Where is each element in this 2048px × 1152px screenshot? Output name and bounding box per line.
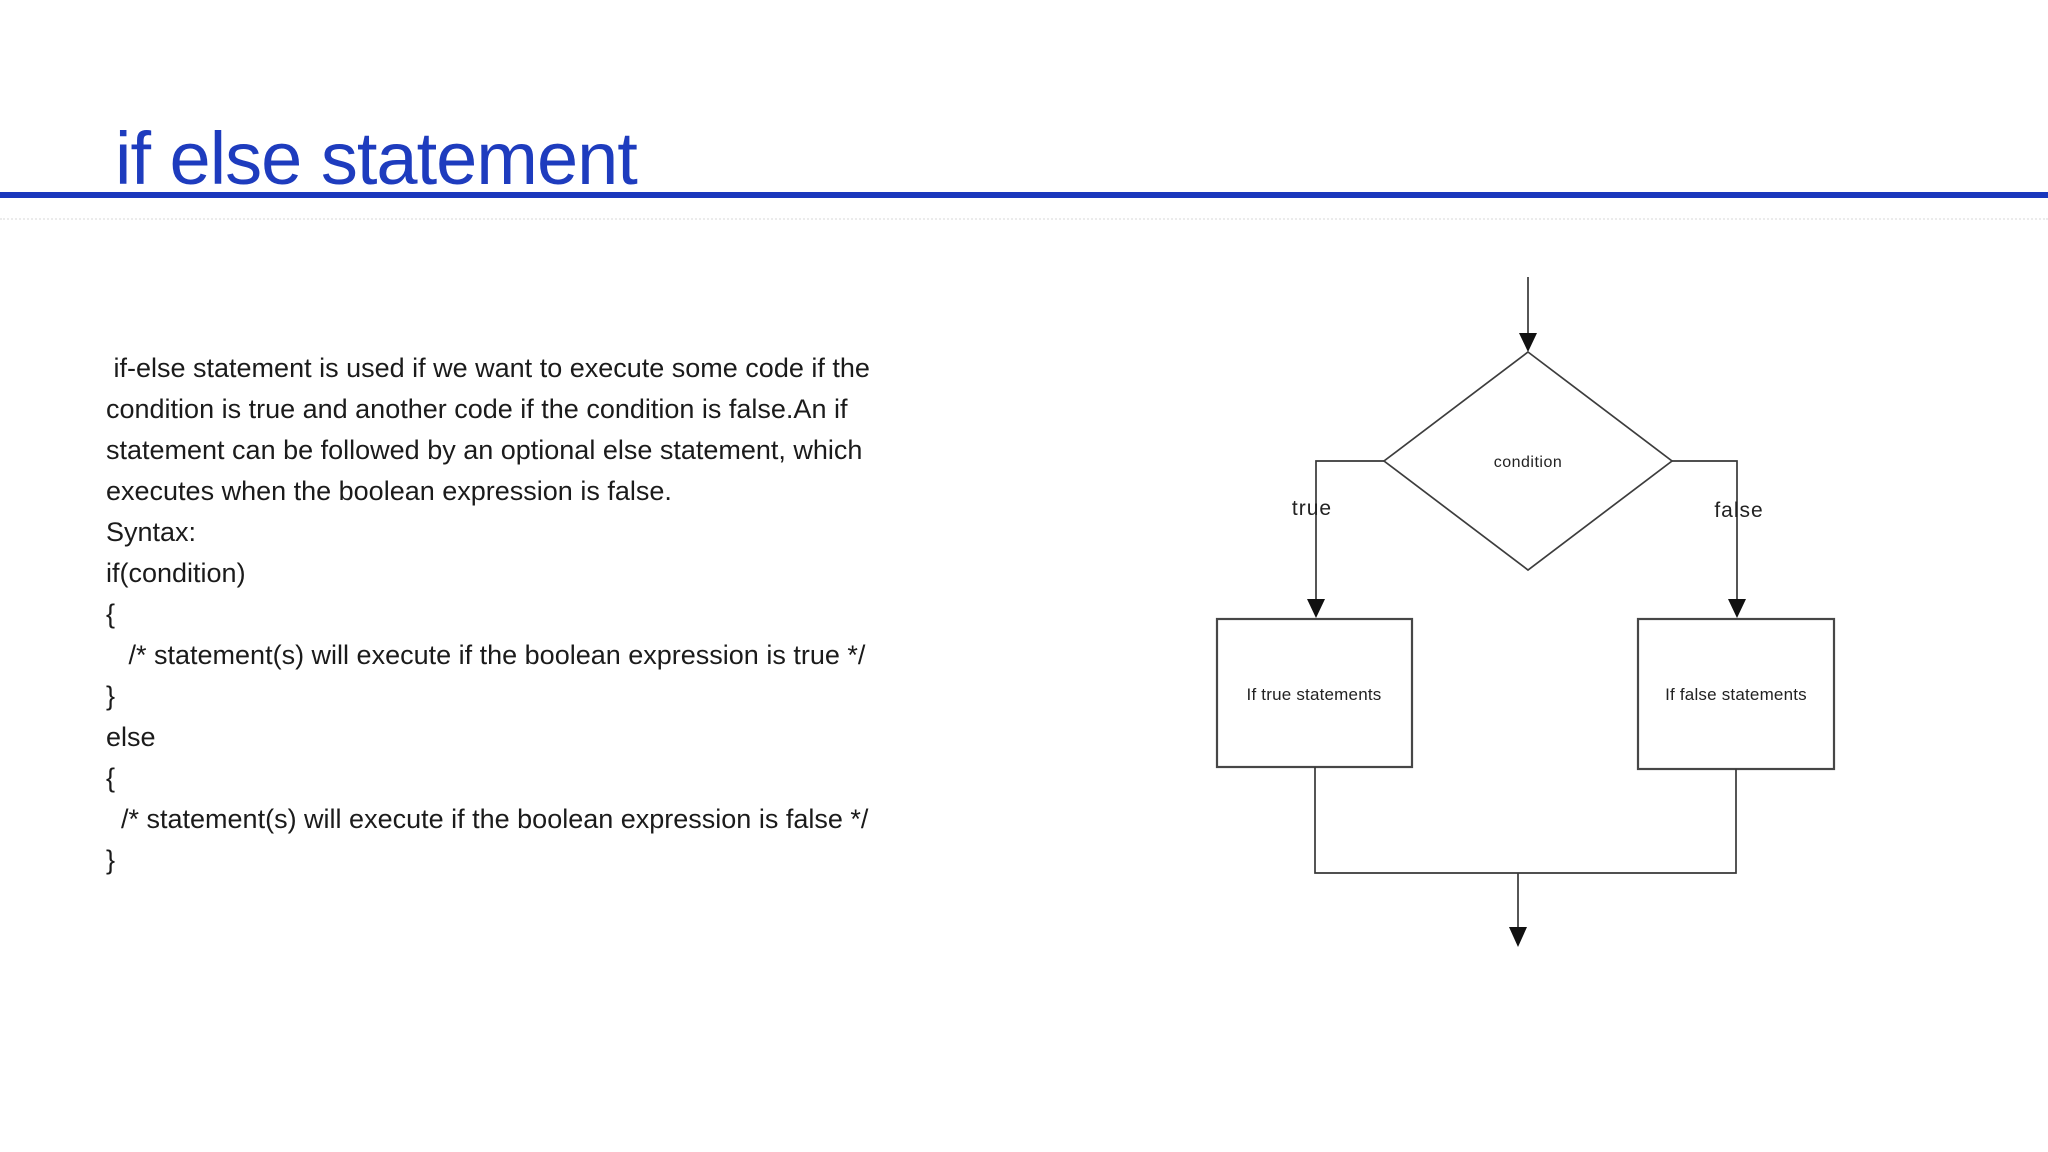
code-line: } bbox=[106, 845, 116, 875]
code-line: { bbox=[106, 763, 116, 793]
page-title: if else statement bbox=[115, 117, 638, 200]
body-line: if-else statement is used if we want to … bbox=[106, 353, 870, 383]
body-line: executes when the boolean expression is … bbox=[106, 476, 672, 506]
false-statements-label: If false statements bbox=[1665, 685, 1807, 704]
entry-arrowhead-icon bbox=[1519, 333, 1537, 352]
body-line-syntax: Syntax: bbox=[106, 517, 197, 547]
code-line: /* statement(s) will execute if the bool… bbox=[106, 640, 866, 670]
condition-label: condition bbox=[1494, 454, 1563, 471]
title-underline bbox=[0, 192, 2048, 198]
true-branch-line bbox=[1315, 460, 1384, 601]
true-statements-label: If true statements bbox=[1247, 685, 1382, 704]
body-text-block: if-else statement is used if we want to … bbox=[106, 348, 870, 881]
true-statements-box bbox=[1215, 617, 1414, 769]
false-statements-box bbox=[1636, 617, 1836, 771]
if-else-flowchart: condition true false If true statements … bbox=[1150, 230, 1900, 980]
false-branch-line bbox=[1672, 460, 1738, 601]
exit-arrowhead-icon bbox=[1509, 927, 1527, 947]
body-line: condition is true and another code if th… bbox=[106, 394, 848, 424]
body-line: statement can be followed by an optional… bbox=[106, 435, 863, 465]
merge-line bbox=[1314, 767, 1737, 874]
true-arrowhead-icon bbox=[1307, 599, 1325, 618]
code-line: if(condition) bbox=[106, 558, 246, 588]
code-line: { bbox=[106, 599, 116, 629]
false-arrowhead-icon bbox=[1728, 599, 1746, 618]
code-line: /* statement(s) will execute if the bool… bbox=[106, 804, 869, 834]
false-label: false bbox=[1714, 499, 1763, 522]
code-line: else bbox=[106, 722, 156, 752]
condition-diamond bbox=[1382, 350, 1674, 572]
code-line: } bbox=[106, 681, 116, 711]
true-label: true bbox=[1292, 497, 1332, 520]
title-underline-shadow bbox=[0, 218, 2048, 220]
